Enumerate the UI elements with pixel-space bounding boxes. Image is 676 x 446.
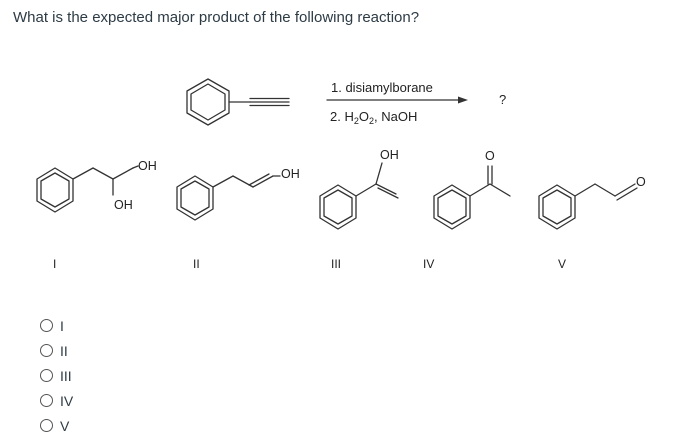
reagent-step1: 1. disiamylborane bbox=[331, 80, 433, 95]
option-iv-label: IV bbox=[60, 392, 74, 409]
option-i[interactable]: I bbox=[40, 313, 73, 338]
radio-iv[interactable] bbox=[40, 394, 53, 407]
structure-v: O bbox=[538, 175, 646, 230]
label-i: I bbox=[53, 257, 56, 271]
option-ii-label: II bbox=[60, 342, 68, 359]
structure-i: OH OH bbox=[36, 159, 157, 213]
option-i-label: I bbox=[60, 317, 64, 334]
radio-ii[interactable] bbox=[40, 344, 53, 357]
structure-iv: O bbox=[433, 149, 511, 230]
structure-ii-oh: OH bbox=[281, 167, 300, 181]
option-iv[interactable]: IV bbox=[40, 388, 73, 413]
reaction-scheme: 1. disiamylborane 2. H2O2, NaOH ? OH OH … bbox=[36, 78, 646, 271]
radio-i[interactable] bbox=[40, 319, 53, 332]
option-ii[interactable]: II bbox=[40, 338, 73, 363]
structure-iii: OH bbox=[319, 148, 399, 230]
radio-v[interactable] bbox=[40, 419, 53, 432]
structure-v-o: O bbox=[636, 175, 646, 189]
structure-iv-o: O bbox=[485, 149, 495, 163]
label-v: V bbox=[558, 257, 566, 271]
label-iv: IV bbox=[423, 257, 434, 271]
label-ii: II bbox=[193, 257, 200, 271]
structure-iii-oh: OH bbox=[380, 148, 399, 162]
structure-i-oh-lower: OH bbox=[114, 198, 133, 212]
radio-iii[interactable] bbox=[40, 369, 53, 382]
answer-options: I II III IV V bbox=[40, 313, 73, 438]
structure-i-oh-upper: OH bbox=[138, 159, 157, 173]
option-v-label: V bbox=[60, 417, 70, 434]
reaction-arrow bbox=[326, 96, 468, 104]
structure-ii: OH bbox=[176, 167, 300, 221]
label-iii: III bbox=[331, 257, 341, 271]
reagent-step2: 2. H2O2, NaOH bbox=[330, 109, 417, 126]
option-iii-label: III bbox=[60, 367, 72, 384]
reactant-phenylacetylene bbox=[186, 78, 290, 126]
question-text: What is the expected major product of th… bbox=[13, 9, 420, 26]
unknown-product-mark: ? bbox=[499, 92, 506, 107]
option-iii[interactable]: III bbox=[40, 363, 73, 388]
option-v[interactable]: V bbox=[40, 413, 73, 438]
